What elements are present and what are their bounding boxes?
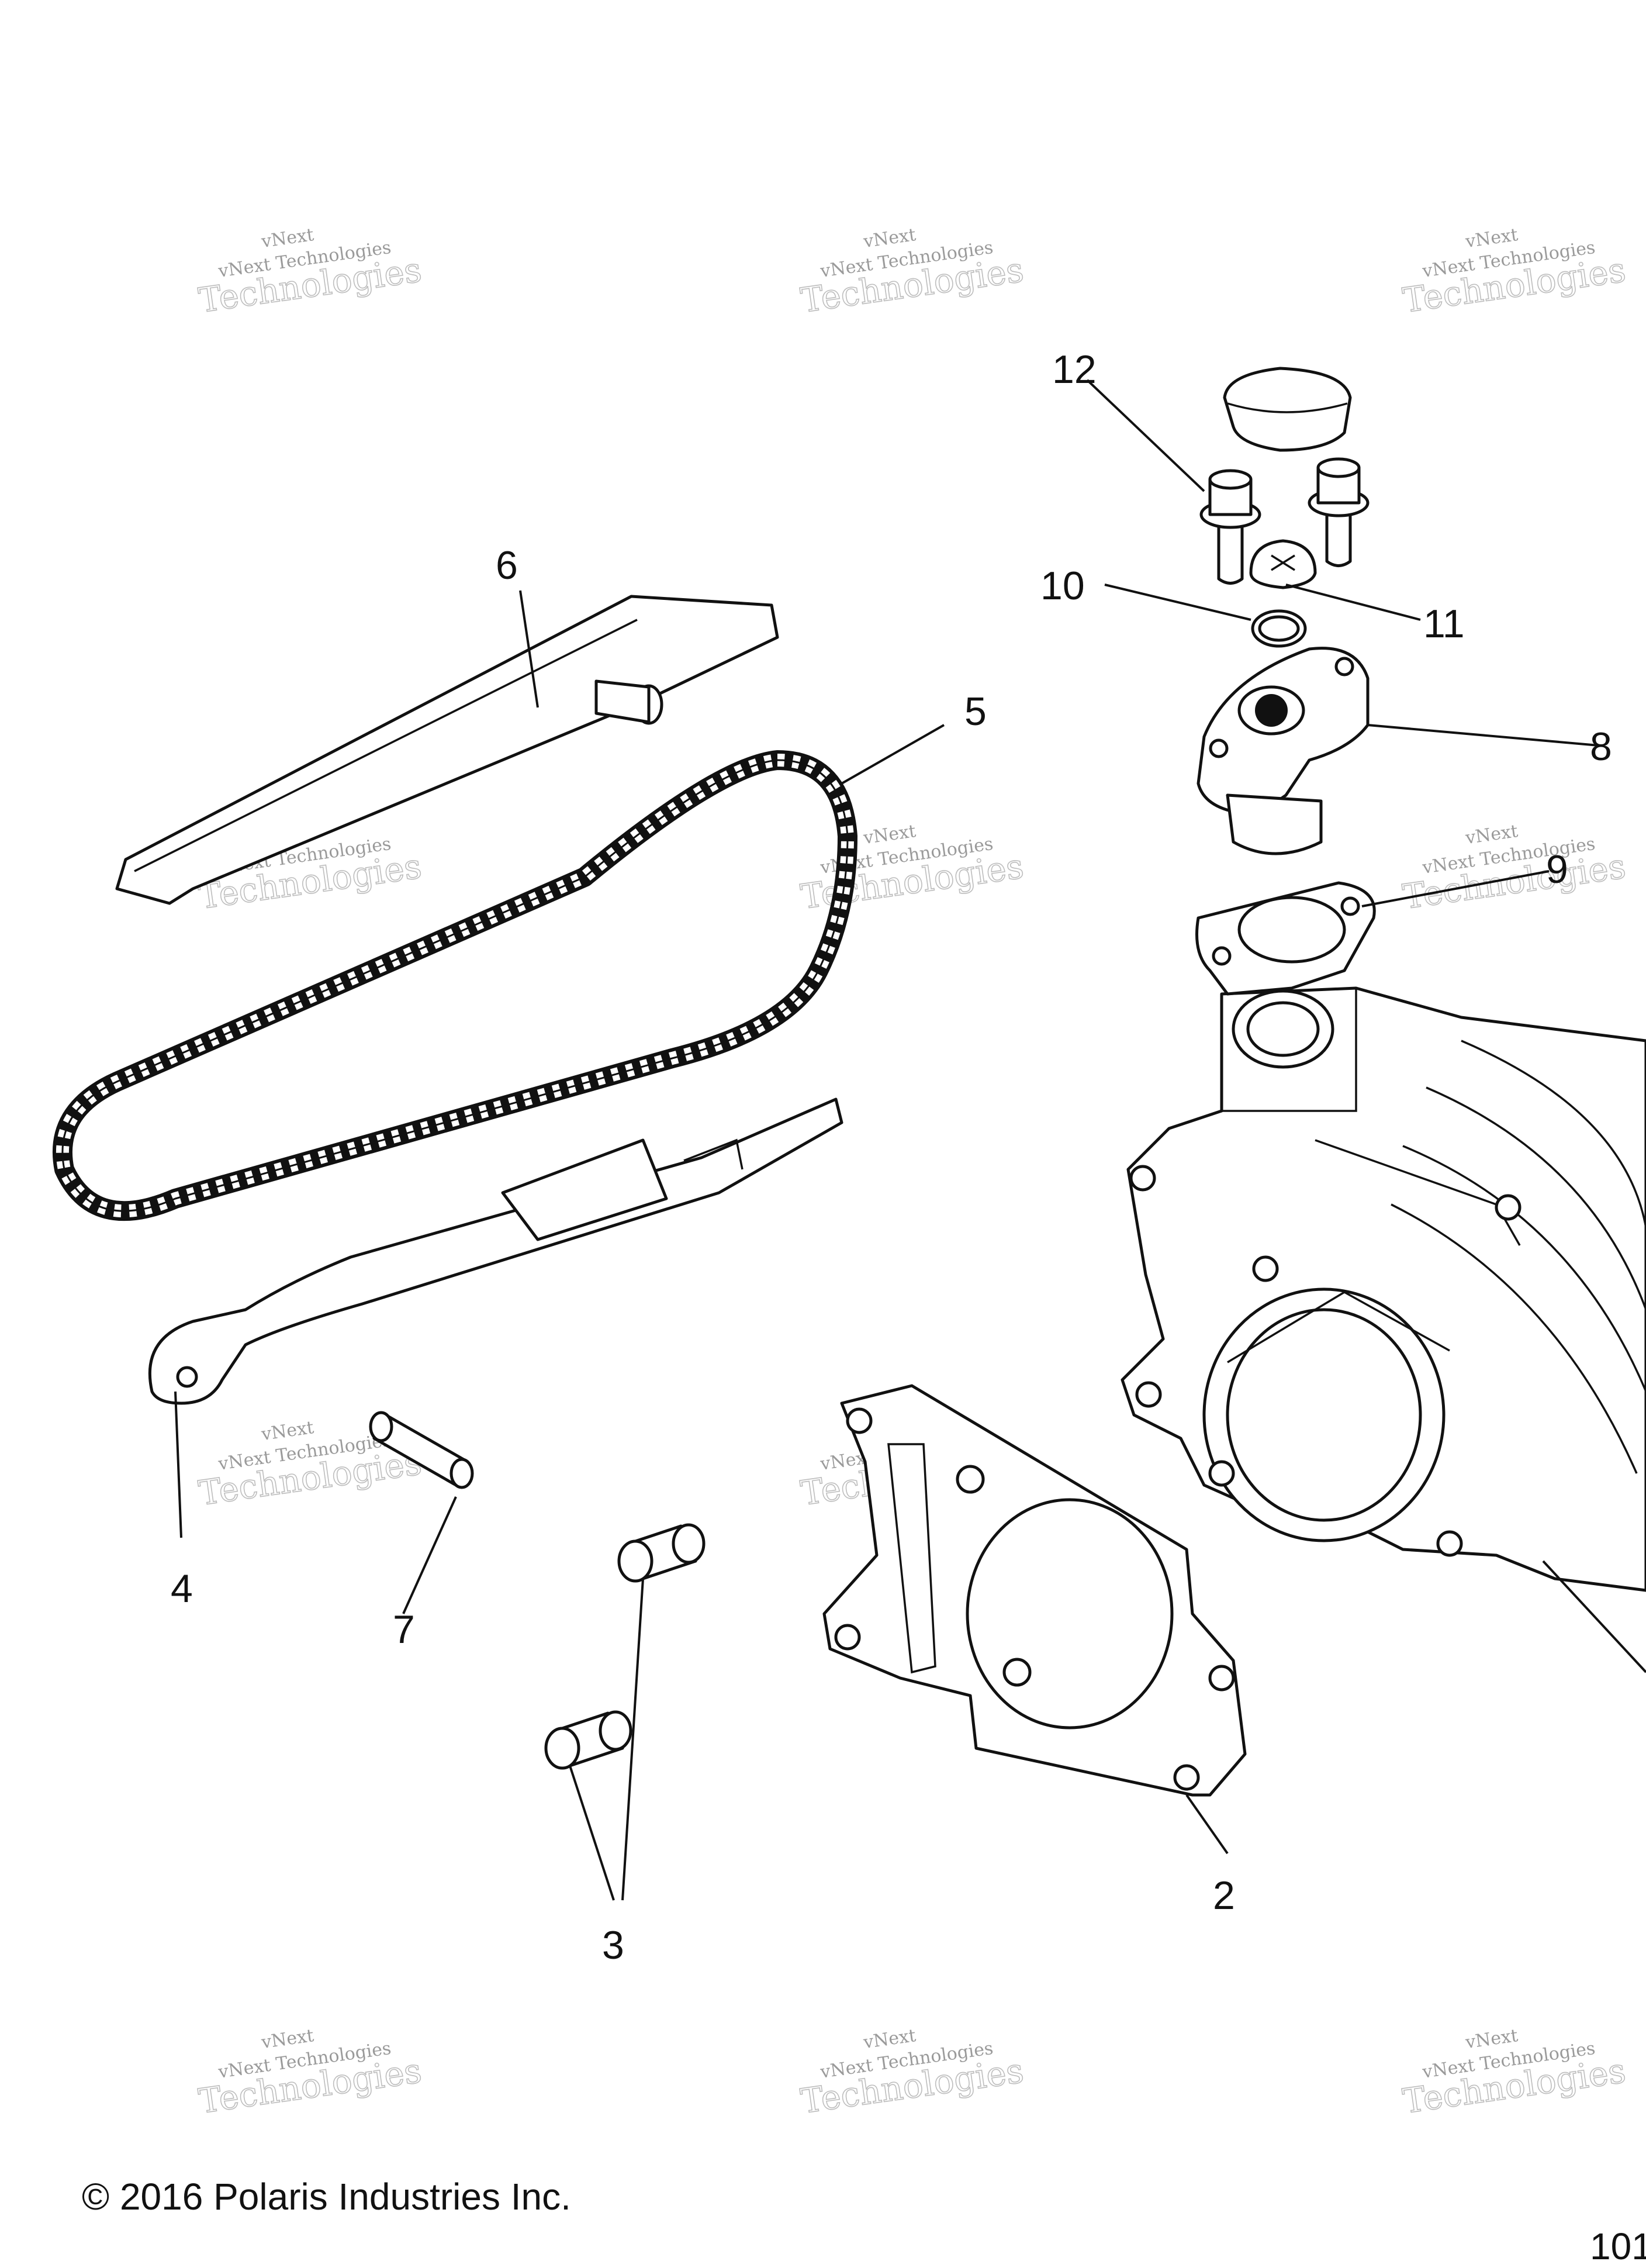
watermark: vNext vNext Technologies Technologies (1400, 2025, 1628, 2122)
callout-10: 10 (1040, 564, 1085, 608)
callout-3: 3 (602, 1923, 624, 1967)
svg-text:vNext: vNext (260, 2025, 315, 2053)
watermark: vNext vNext Technologies Technologies (1400, 821, 1628, 917)
leader-lines (174, 379, 1646, 1901)
watermark: vNext vNext Technologies Technologies (798, 2025, 1026, 2122)
tensioner-cap (1223, 367, 1352, 452)
svg-text:vNext: vNext (862, 2025, 917, 2053)
cylinder-block (1121, 986, 1646, 1592)
chain-guide-lower (148, 1097, 843, 1405)
svg-text:vNext: vNext (1464, 2025, 1519, 2053)
svg-text:vNext: vNext (260, 1417, 315, 1445)
callout-4: 4 (171, 1566, 193, 1611)
watermark: vNext vNext Technologies Technologies (196, 2025, 424, 2122)
tensioner-screw (1249, 539, 1317, 589)
watermark: vNext vNext Technologies Technologies (196, 225, 424, 321)
dowel-pin (544, 1710, 632, 1770)
watermark: vNext vNext Technologies Technologies (798, 225, 1026, 321)
tensioner-gasket (1195, 881, 1376, 996)
watermark: vNext vNext Technologies Technologies (798, 821, 1026, 917)
callout-8: 8 (1590, 724, 1612, 769)
page-number: 101 (1590, 2225, 1646, 2267)
callout-12: 12 (1052, 347, 1097, 392)
svg-text:vNext: vNext (260, 225, 315, 252)
o-ring (1251, 609, 1307, 648)
callout-11: 11 (1423, 602, 1465, 646)
watermark: vNext vNext Technologies Technologies (1400, 225, 1628, 321)
base-gasket (822, 1384, 1247, 1797)
flange-bolt (1199, 469, 1261, 585)
callout-9: 9 (1546, 847, 1568, 892)
svg-text:vNext: vNext (862, 821, 917, 848)
callout-6: 6 (496, 543, 518, 588)
copyright-notice: © 2016 Polaris Industries Inc. (82, 2176, 571, 2218)
chain-tensioner (1197, 647, 1370, 855)
svg-text:vNext: vNext (862, 225, 917, 252)
dowel-pin (617, 1523, 706, 1583)
guide-pin (369, 1411, 474, 1489)
callout-2: 2 (1213, 1873, 1235, 1918)
callout-7: 7 (393, 1607, 415, 1652)
chain-guide-upper (115, 595, 779, 905)
callout-5: 5 (964, 689, 987, 734)
svg-text:vNext: vNext (1464, 821, 1519, 848)
flange-bolt (1308, 457, 1370, 567)
svg-text:vNext: vNext (1464, 225, 1519, 252)
timing-chain (52, 750, 857, 1221)
